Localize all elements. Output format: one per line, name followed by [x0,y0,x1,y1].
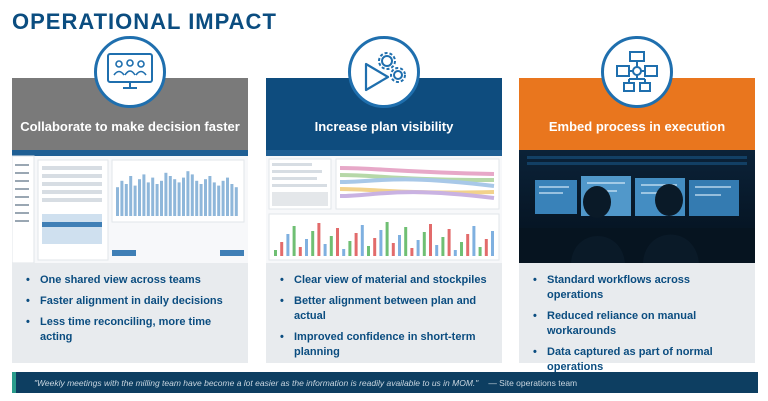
monitor-team-icon [94,36,166,108]
decorative-bar [226,177,229,216]
decorative-bar [348,241,352,256]
decorative-bar [208,176,212,216]
decorative-bar [472,226,476,256]
decorative-bar [190,174,194,216]
decorative-bar [360,225,364,256]
impact-column-visibility: Increase plan visibility [266,36,502,363]
dashboard-screenshot [12,150,248,263]
benefit-item: Less time reconciling, more time acting [26,315,240,345]
control-room-photo [519,150,755,263]
decorative-bar [466,234,470,256]
decorative-bar [491,231,494,256]
decorative-bar [416,240,420,256]
benefit-list: One shared view across teams Faster alig… [12,263,248,363]
decorative-bar [329,236,333,256]
decorative-bar [120,180,124,216]
decorative-bar [217,185,221,216]
decorative-bar [138,179,141,216]
decorative-bar [124,184,128,216]
planning-screenshot [266,150,502,263]
testimonial-quote: "Weekly meetings with the milling team h… [34,377,479,388]
benefit-list: Clear view of material and stockpiles Be… [266,263,502,363]
decorative-bar [373,238,377,256]
testimonial-bar: "Weekly meetings with the milling team h… [12,372,758,393]
benefit-item: Reduced reliance on manual workarounds [533,309,747,339]
decorative-bar [484,239,488,256]
column-heading: Embed process in execution [548,119,726,134]
decorative-bar [336,228,339,256]
decorative-bar [342,249,346,256]
gears-play-icon [348,36,420,108]
decorative-bar [398,235,401,256]
benefit-item: Improved confidence in short-term planni… [280,330,494,360]
decorative-bar [133,185,137,216]
page-title: OPERATIONAL IMPACT [12,9,277,34]
decorative-bar [317,223,321,256]
decorative-bar [230,184,234,216]
decorative-bar [116,187,119,216]
decorative-bar [385,222,389,256]
decorative-bar [199,184,203,216]
decorative-bar [182,177,185,216]
decorative-bar [478,247,482,256]
decorative-bar [367,246,370,256]
decorative-bar [379,230,383,256]
decorative-bar [460,242,463,256]
decorative-bar [441,237,445,256]
column-heading: Increase plan visibility [314,119,454,134]
decorative-bar [173,179,177,216]
decorative-bar [274,250,277,256]
decorative-bar [286,234,290,256]
decorative-bar [391,243,395,256]
decorative-bar [177,182,181,216]
decorative-bar [404,227,408,256]
decorative-bar [354,233,358,256]
decorative-bar [212,182,216,216]
decorative-bar [311,231,315,256]
decorative-bar [447,229,451,256]
column-heading: Collaborate to make decision faster [20,119,240,134]
benefit-item: One shared view across teams [26,273,240,288]
decorative-bar [280,242,284,256]
decorative-bar [292,226,296,256]
benefit-item: Faster alignment in daily decisions [26,294,240,309]
impact-column-process: Embed process in execution [519,36,755,373]
decorative-bar [410,248,414,256]
decorative-bar [142,174,146,216]
process-flow-icon [601,36,673,108]
decorative-bar [435,245,439,256]
decorative-bar [429,224,432,256]
decorative-bar [146,182,150,216]
impact-column-collaborate: Collaborate to make decision faster [12,36,248,363]
decorative-bar [453,250,457,256]
decorative-bar [323,244,327,256]
decorative-bar [422,232,426,256]
decorative-bar [168,176,172,216]
testimonial-attribution: — Site operations team [488,377,578,388]
decorative-bar [298,247,302,256]
decorative-bar [129,176,133,216]
benefit-item: Standard workflows across operations [533,273,747,303]
benefit-item: Better alignment between plan and actual [280,294,494,324]
decorative-bar [160,180,163,216]
benefit-item: Clear view of material and stockpiles [280,273,494,288]
benefit-list: Standard workflows across operations Red… [519,263,755,373]
decorative-bar [204,179,207,216]
decorative-bar [195,180,199,216]
decorative-bar [221,180,225,216]
decorative-bar [164,172,168,216]
benefit-item: Data captured as part of normal operatio… [533,345,747,375]
decorative-bar [155,184,159,216]
decorative-bar [151,177,155,216]
decorative-bar [305,239,308,256]
decorative-bar [234,187,238,216]
decorative-bar [186,171,190,216]
